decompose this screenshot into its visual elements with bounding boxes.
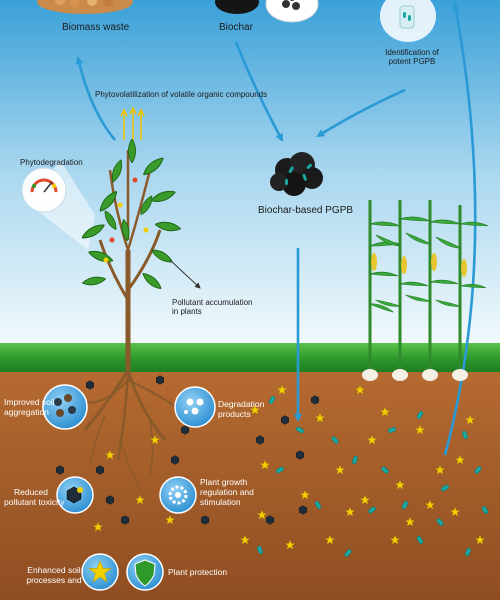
gear-icon [159,476,197,514]
nutrient-icon [81,553,119,591]
aggregate-icon [42,384,88,430]
arrow-soil-to-identification [443,2,477,456]
corn-field [362,200,488,381]
bacteria-vial-icon [380,0,436,42]
label-enhanced-soil-line2: processes and [26,574,82,585]
arrow-biochar-to-pgpb [234,41,284,142]
arrow-identification-to-pgpb [316,88,406,138]
biochar-particle-icon [96,465,104,475]
label-enhanced-soil-line1: Enhanced soil [27,565,81,575]
biochar-particle-icon [86,380,94,390]
toxicity-icon [56,476,94,514]
label-plant-growth-line3: stimulation [200,496,241,507]
biomass-pile-icon [37,0,133,14]
label-degradation-line1: Degradation [218,399,265,409]
biochar-particle-icon [281,415,289,425]
biochar-particle-icon [256,435,264,445]
process-arrows [75,2,477,456]
biochar-particle-icon [311,395,319,405]
label-plant-growth: Plant growth regulation and stimulation [200,477,254,507]
label-biochar-based-pgpb: Biochar-based PGPB [258,205,354,216]
label-identification-line1: Identification of [385,48,439,57]
label-improved-soil: Improved soil aggregation [4,397,55,418]
arrow-plant-to-biomass [75,56,116,141]
biochar-particle-icon [201,515,209,525]
label-plant-protection: Plant protection [168,567,228,577]
shield-icon [126,553,164,591]
pgpb-biochar-icon [270,152,323,196]
volatile-arrows [120,106,145,142]
corn-plant [362,200,400,381]
remediation-plant [79,139,182,370]
biochar-particle-icon [171,455,179,465]
label-biochar: Biochar [219,22,253,33]
label-phytodegradation: Phytodegradation [20,158,83,167]
biochar-particle-icon [299,505,307,515]
label-reduced-toxicity: Reduced pollutant toxicity [4,487,65,508]
biochar-particle-icon [266,515,274,525]
label-reduced-toxicity-line1: Reduced [13,487,49,497]
label-phytovolatilization: Phytovolatilization of volatile organic … [95,90,268,99]
biochar-particle-icon [121,515,129,525]
label-plant-growth-line2: regulation and [200,486,254,497]
label-degradation-line2: products [218,408,251,419]
biochar-particle-icon [56,465,64,475]
corn-plant [404,200,460,381]
label-enhanced-soil: Enhanced soil processes and [24,565,84,586]
biochar-particle-icon [181,425,189,435]
label-pollutant-accumulation-line2: in plants [172,307,202,317]
thermometer-icon [21,167,67,213]
label-identification: Identification of potent PGPB [372,48,452,66]
label-biomass-waste: Biomass waste [62,22,130,33]
biochar-particle-icon [106,495,114,505]
label-improved-soil-line2: aggregation [4,406,49,417]
label-pollutant-accumulation-line1: Pollutant accumulation [172,298,253,307]
label-identification-line2: potent PGPB [388,57,436,67]
biochar-particle-icon [296,450,304,460]
label-degradation: Degradation products [218,399,265,420]
sky-background [0,0,500,345]
corn-plant [434,205,488,381]
degradation-icon [174,386,216,428]
label-improved-soil-line1: Improved soil [4,397,55,407]
corn-plant [374,200,430,381]
label-reduced-toxicity-line2: pollutant toxicity [4,496,65,507]
grass-strip [0,343,500,373]
biochar-pile-icon [215,0,319,23]
pollutant-pointer [169,259,201,289]
biochar-particle-icon [156,375,164,385]
label-plant-growth-line1: Plant growth [200,477,248,487]
label-pollutant-accumulation: Pollutant accumulation in plants [172,298,253,316]
